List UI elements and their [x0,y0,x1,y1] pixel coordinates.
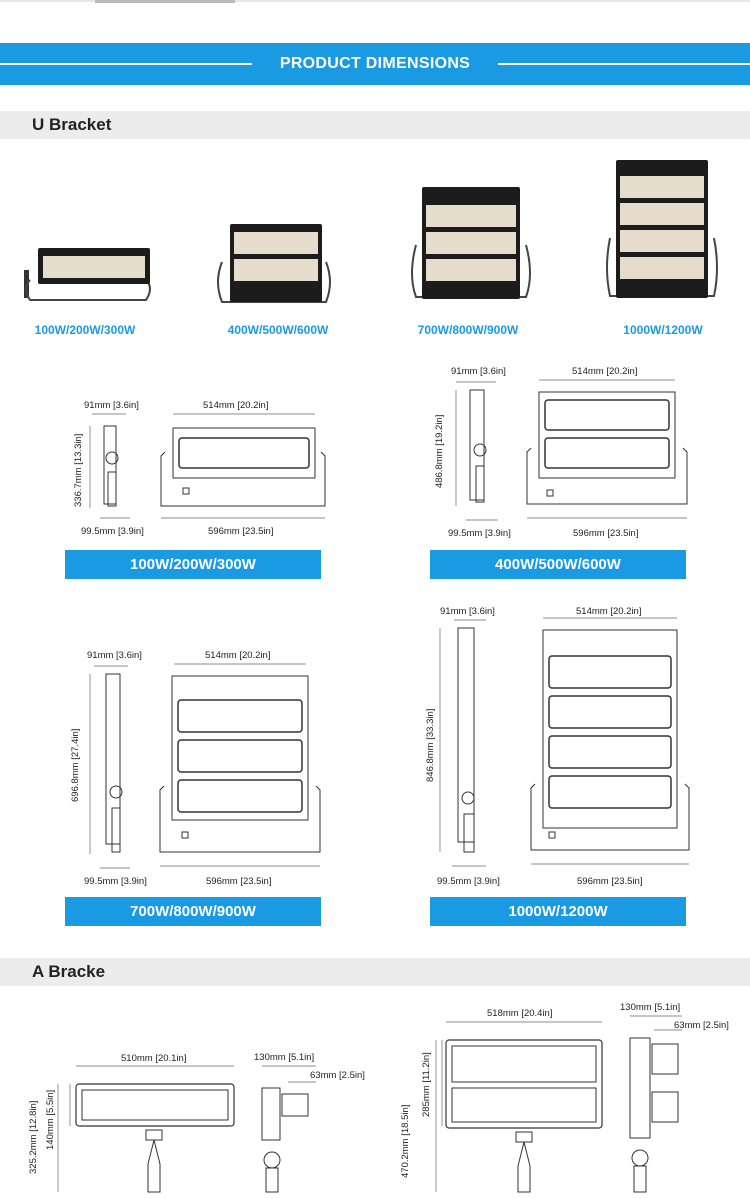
dim-height-2: 486.8mm [19.2in] [434,414,445,488]
dim-base-2: 99.5mm [3.9in] [448,528,511,539]
dim-a-left-height-module: 140mm [5.5in] [45,1089,56,1150]
section-bar-a-bracket: A Bracke [0,958,750,986]
dim-side-width-4: 91mm [3.6in] [440,606,495,617]
dim-base-1: 99.5mm [3.9in] [81,526,144,537]
product-photo-4 [606,160,718,298]
dim-front-width-4: 514mm [20.2in] [576,606,642,617]
drawing-side-view-2 [455,381,498,521]
dim-a-left-side-width: 130mm [5.1in] [254,1052,315,1063]
dim-side-width-2: 91mm [3.6in] [451,366,506,377]
drawing-label-4: 1000W/1200W [430,897,686,926]
dim-a-left-side-depth: 63mm [2.5in] [310,1070,365,1081]
section-title-u-bracket: U Bracket [32,115,112,134]
dim-base-4: 99.5mm [3.9in] [437,876,500,887]
drawing-front-view-1 [160,413,326,519]
dim-overall-width-4: 596mm [23.5in] [577,876,643,887]
drawing-side-view-4 [439,619,486,867]
dim-a-right-side-depth: 63mm [2.5in] [674,1020,729,1031]
section-bar-u-bracket: U Bracket [0,111,750,139]
dim-height-1: 336.7mm [13.3in] [73,433,84,507]
top-edge-line [0,0,750,2]
top-edge-mark [95,0,235,3]
product-photo-2 [217,224,331,303]
dim-overall-width-2: 596mm [23.5in] [573,528,639,539]
model-label-4: 1000W/1200W [623,323,703,337]
drawing-label-2: 400W/500W/600W [430,550,686,579]
dim-a-right-height-total: 470.2mm [18.5in] [400,1104,411,1178]
model-label-1: 100W/200W/300W [34,323,136,337]
drawing-a-left-side [261,1065,316,1193]
dim-a-right-front-width: 518mm [20.4in] [487,1008,553,1019]
section-title-a-bracket: A Bracke [32,962,106,981]
dim-overall-width-3: 596mm [23.5in] [206,876,272,887]
product-photo-1 [24,248,151,301]
drawing-a-left-front [57,1065,235,1193]
drawing-label-1: 100W/200W/300W [65,550,321,579]
dim-a-right-height-module: 285mm [11.2in] [421,1052,432,1117]
drawing-front-view-4 [530,617,690,865]
model-label-2: 400W/500W/600W [227,323,329,337]
dim-a-right-side-width: 130mm [5.1in] [620,1002,681,1013]
dim-a-left-height-total: 325.2mm [12.8in] [28,1100,39,1174]
product-dimensions-banner: PRODUCT DIMENSIONS [0,43,750,85]
dim-a-left-front-width: 510mm [20.1in] [121,1053,187,1064]
drawing-a-right-side [629,1015,682,1193]
dim-height-3: 696.8mm [27.4in] [70,728,81,802]
drawing-front-view-2 [526,379,688,519]
product-photo-3 [411,187,531,299]
dim-side-width-1: 91mm [3.6in] [84,400,139,411]
dim-side-width-3: 91mm [3.6in] [87,650,142,661]
drawing-side-view-1 [89,413,130,519]
drawing-side-view-3 [89,665,130,869]
dim-front-width-3: 514mm [20.2in] [205,650,271,661]
banner-rule-left [0,63,252,65]
dim-front-width-2: 514mm [20.2in] [572,366,638,377]
dim-height-4: 846.8mm [33.3in] [425,708,436,782]
dim-base-3: 99.5mm [3.9in] [84,876,147,887]
drawing-front-view-3 [159,663,321,867]
drawing-label-3: 700W/800W/900W [65,897,321,926]
dim-front-width-1: 514mm [20.2in] [203,400,269,411]
banner-title: PRODUCT DIMENSIONS [279,55,471,72]
dim-overall-width-1: 596mm [23.5in] [208,526,274,537]
model-label-3: 700W/800W/900W [417,323,519,337]
drawing-a-right-front [435,1021,603,1193]
banner-rule-right [498,63,750,65]
